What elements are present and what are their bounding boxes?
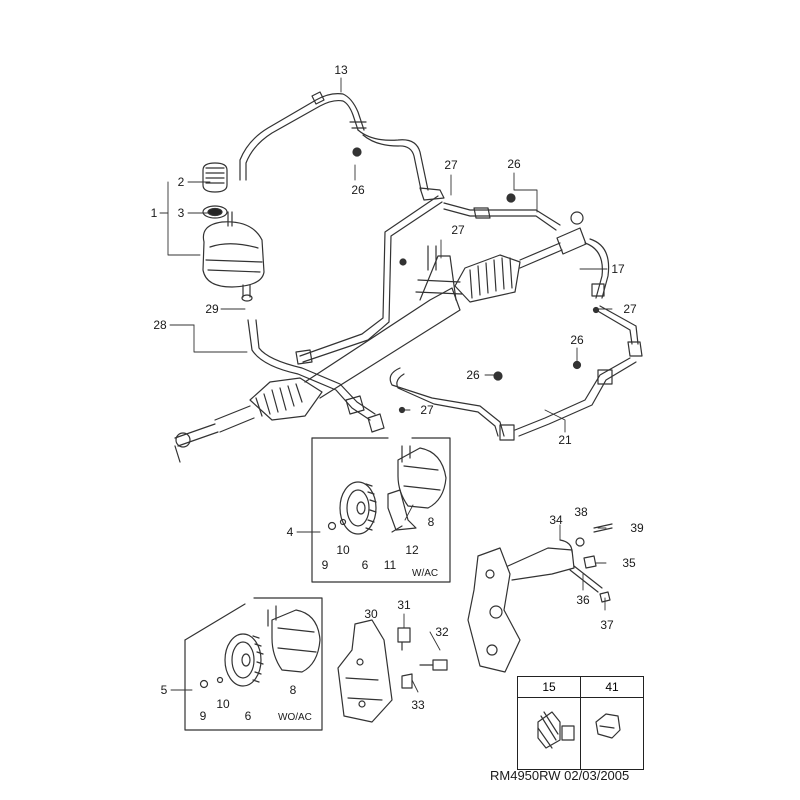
callout-27-c: 27 — [623, 302, 637, 316]
callout-9-b: 9 — [199, 709, 207, 723]
pump-inset-woac — [184, 597, 323, 731]
callout-8-b: 8 — [289, 683, 297, 697]
callout-2: 2 — [177, 175, 185, 189]
return-line — [299, 195, 561, 363]
leader-lines — [159, 77, 613, 693]
callout-10-b: 10 — [216, 697, 230, 711]
callout-21: 21 — [558, 433, 572, 447]
mounting-bracket-30 — [337, 619, 448, 723]
inset-label-woac: WO/AC — [278, 712, 312, 723]
callout-33: 33 — [411, 698, 425, 712]
callout-13: 13 — [334, 63, 348, 77]
callout-10-a: 10 — [336, 543, 350, 557]
fittings — [352, 147, 600, 414]
callout-28: 28 — [153, 318, 167, 332]
callout-26-a: 26 — [351, 183, 365, 197]
callout-39: 39 — [630, 521, 644, 535]
callout-26-b: 26 — [507, 157, 521, 171]
legend-box: 15 41 — [517, 676, 644, 770]
callout-26-d: 26 — [466, 368, 480, 382]
callout-29: 29 — [205, 302, 219, 316]
pump-inset-wac — [311, 437, 451, 583]
callout-36: 36 — [576, 593, 590, 607]
drawing-reference: RM4950RW 02/03/2005 — [490, 768, 630, 783]
callout-32: 32 — [435, 625, 449, 639]
callout-30: 30 — [364, 607, 378, 621]
callout-27-a: 27 — [444, 158, 458, 172]
callout-17: 17 — [611, 262, 625, 276]
callout-8-a: 8 — [427, 515, 435, 529]
callout-38: 38 — [574, 505, 588, 519]
callout-5: 5 — [160, 683, 168, 697]
pressure-hose-13 — [239, 91, 445, 201]
legend-divider — [580, 677, 581, 769]
callout-34: 34 — [549, 513, 563, 527]
callout-12: 12 — [405, 543, 419, 557]
callout-26-c: 26 — [570, 333, 584, 347]
suction-hose-28 — [247, 319, 385, 433]
callout-9-a: 9 — [321, 558, 329, 572]
callout-1: 1 — [150, 206, 158, 220]
cooler-lines — [389, 238, 643, 441]
steering-rack — [174, 211, 587, 463]
legend-item-15: 15 — [518, 677, 580, 698]
legend-icons — [537, 711, 621, 749]
callout-6-b: 6 — [244, 709, 252, 723]
callout-31: 31 — [397, 598, 411, 612]
callout-27-d: 27 — [420, 403, 434, 417]
bracket-assembly-34 — [467, 523, 613, 673]
callout-3: 3 — [177, 206, 185, 220]
reservoir-assembly — [202, 162, 265, 302]
callout-6-a: 6 — [361, 558, 369, 572]
callout-4: 4 — [286, 525, 294, 539]
callout-35: 35 — [622, 556, 636, 570]
callout-11: 11 — [383, 558, 397, 572]
inset-label-wac: W/AC — [412, 568, 439, 579]
legend-item-41: 41 — [581, 677, 643, 698]
callout-37: 37 — [600, 618, 614, 632]
callout-27-b: 27 — [451, 223, 465, 237]
